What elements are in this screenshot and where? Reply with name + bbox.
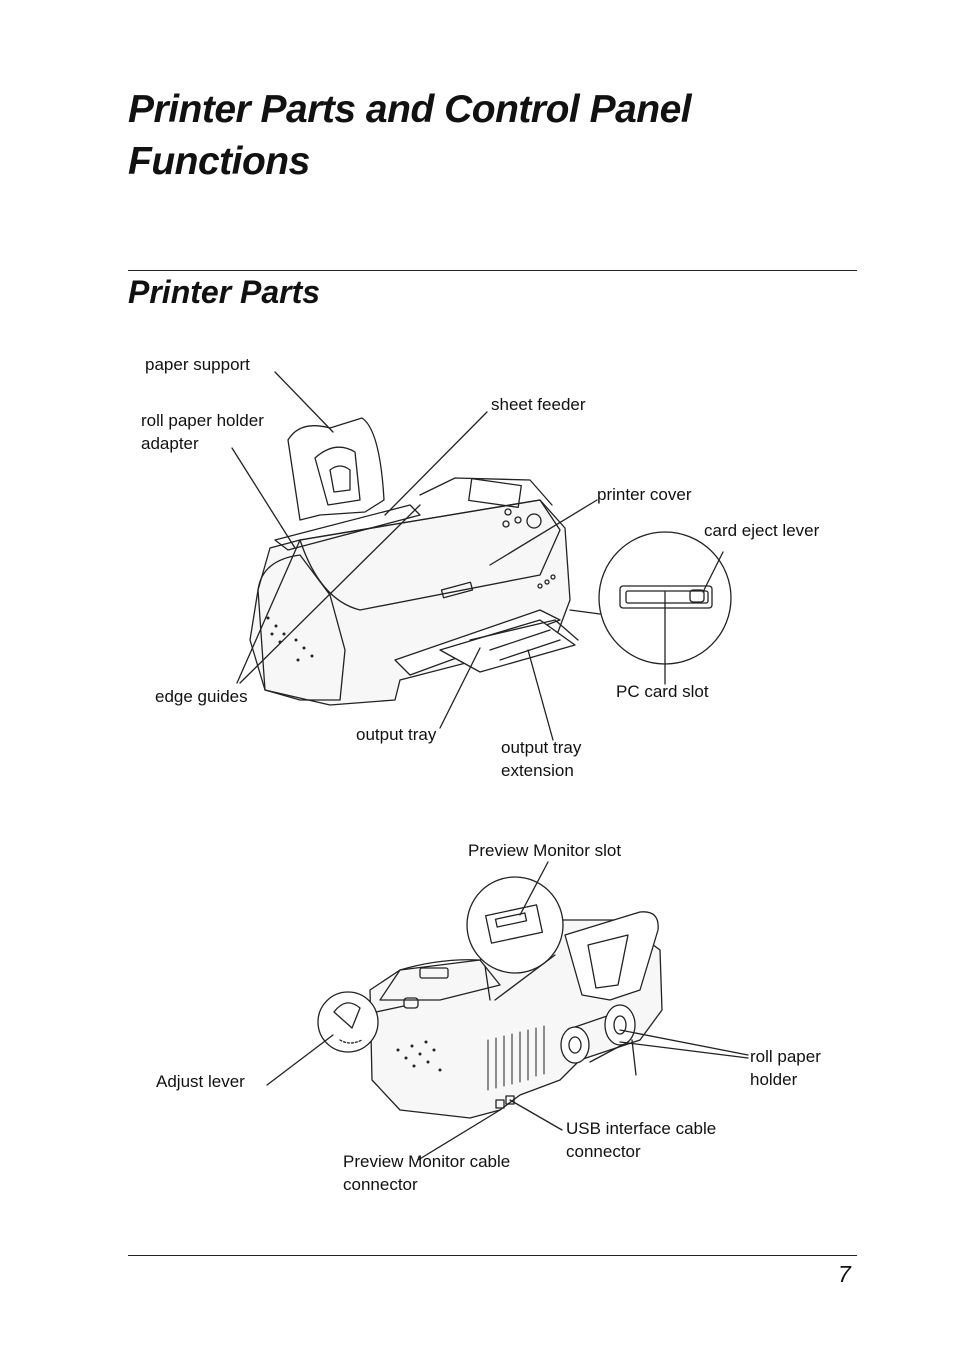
label-usb-connector-1: USB interface cable	[566, 1119, 717, 1138]
label-preview-cable-1: Preview Monitor cable	[343, 1152, 511, 1171]
label-usb-connector-2: connector	[566, 1142, 641, 1161]
label-printer-cover: printer cover	[597, 485, 692, 504]
label-roll-paper-holder-adapter-2: adapter	[141, 434, 199, 453]
section-divider	[128, 270, 857, 271]
label-roll-paper-holder-adapter-1: roll paper holder	[141, 411, 264, 430]
section-title: Printer Parts	[128, 274, 321, 310]
label-preview-cable-2: connector	[343, 1175, 418, 1194]
footer-divider	[128, 1255, 857, 1256]
label-sheet-feeder: sheet feeder	[491, 395, 586, 414]
printer-rear-illustration	[266, 861, 749, 1161]
printer-front-illustration	[231, 371, 732, 741]
page-number: 7	[838, 1261, 851, 1287]
label-paper-support: paper support	[145, 355, 250, 374]
label-edge-guides: edge guides	[155, 687, 248, 706]
label-preview-monitor-slot: Preview Monitor slot	[468, 841, 622, 860]
label-pc-card-slot: PC card slot	[616, 682, 709, 701]
label-card-eject-lever: card eject lever	[704, 521, 820, 540]
page-title: Printer Parts and Control Panel Function…	[128, 88, 692, 183]
label-output-tray-extension-1: output tray	[501, 738, 582, 757]
label-roll-paper-holder-1: roll paper	[750, 1047, 821, 1066]
label-output-tray-extension-2: extension	[501, 761, 574, 780]
label-roll-paper-holder-2: holder	[750, 1070, 798, 1089]
label-adjust-lever: Adjust lever	[156, 1072, 245, 1091]
label-output-tray: output tray	[356, 725, 437, 744]
